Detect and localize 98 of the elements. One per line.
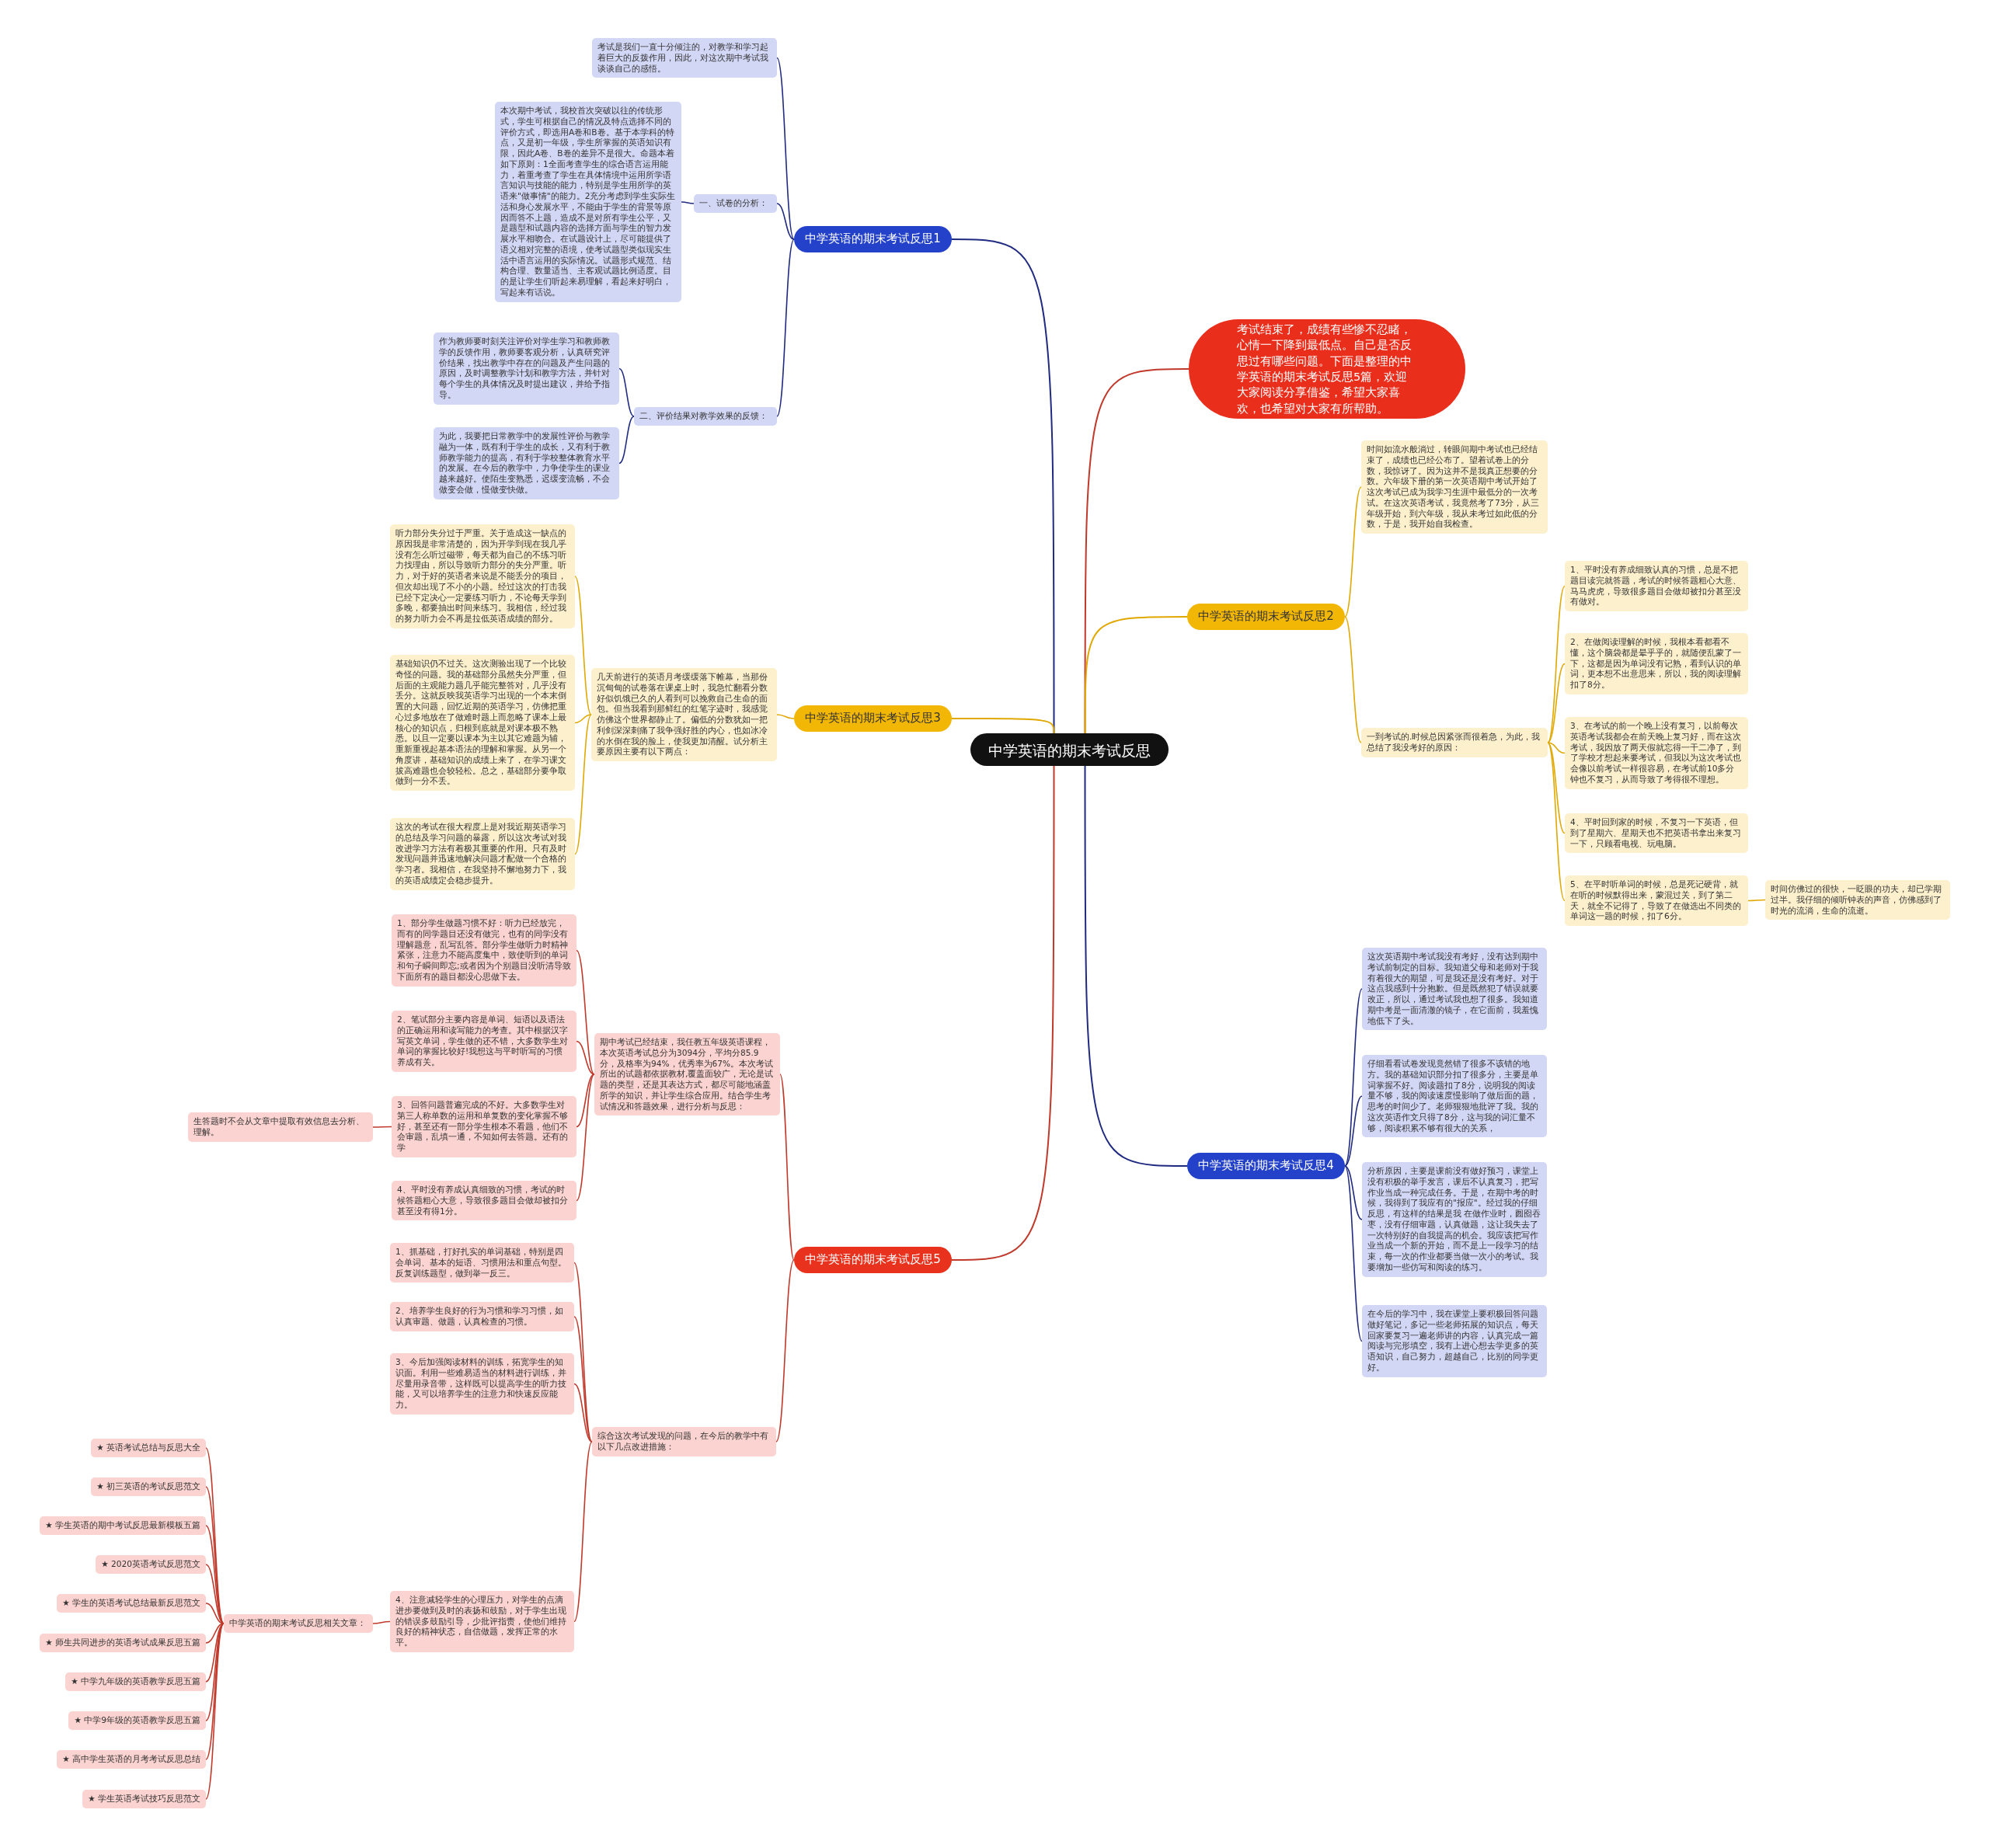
text-card: 4、平时没有养成认真细致的习惯，考试的时候答题粗心大意，导致很多题目会做却被扣分甚至没有得1分。 (392, 1181, 576, 1221)
subtopic-card: 二、评价结果对教学效果的反馈： (634, 407, 777, 426)
connector (205, 1564, 225, 1624)
connector (576, 1074, 595, 1128)
connector (205, 1525, 225, 1624)
connector (573, 1262, 593, 1443)
text-card: 2、笔试部分主要内容是单词、短语以及语法的正确运用和读写能力的考查。其中根据汉字写英文单词，学生做的还不错，大多数学生对单词的掌握比较好!我想这与平时听写的习惯养成有关。 (392, 1011, 576, 1072)
connector (574, 714, 592, 855)
subtopic-card: 一到考试的.时候总因紧张而很着急，为此，我总结了我没考好的原因： (1361, 728, 1548, 757)
text-card: 1、抓基础，打好扎实的单词基础，特别是四会单词、基本的短语、习惯用法和重点句型。反复训练题型，做到举一反三。 (390, 1243, 574, 1283)
branch-topic: 中学英语的期末考试反思1 (794, 226, 952, 252)
connector (205, 1623, 225, 1800)
text-card: 2、在做阅读理解的时候，我根本看都看不懂，这个脑袋都是晕乎乎的，就随便乱蒙了一下，这都是因为单词没有记熟，看到认识的单词，更本想不出意思来，所以，我的阅读理解扣了8分。 (1565, 633, 1748, 694)
connector (951, 765, 1055, 1261)
text-card: 5、在平时听单词的时候，总是死记硬背，就在听的时候默得出来，蒙混过关，到了第二天，就全不记得了，导致了在做选出不同类的单词这一题的时候，扣了6分。 (1565, 875, 1748, 927)
connector (576, 949, 595, 1075)
connector (205, 1623, 225, 1683)
branch-topic: 中学英语的期末考试反思3 (794, 705, 952, 732)
text-card: 时间如流水般淌过，转眼间期中考试也已经结束了，成绩也已经公布了。望着试卷上的分数，我惊讶了。因为这并不是我真正想要的分数。六年级下册的第一次英语期中考试开始了这次考试已成为我学习生涯中最低分的一次考试。在这次英语考试，我竟然考了73分，从三年级开始，到六年级，我从未考过如此低的分数，于是，我开始自我检查。 (1361, 440, 1548, 534)
connector (1547, 585, 1566, 743)
connector (1344, 1165, 1363, 1220)
connector (1747, 899, 1766, 902)
related-article-item: ★ 学生的英语考试总结最新反思范文 (57, 1594, 206, 1613)
related-article-item: ★ 中学9年级的英语教学反思五篇 (68, 1711, 206, 1730)
text-card: 几天前进行的英语月考缓缓落下帷幕，当那份沉甸甸的试卷落在课桌上时，我急忙翻看分数好似饥饿已久的人看到可以挽救自己生命的面包。但当我看到那鲜红的红笔字迹时，我感觉仿佛这个世界都静止了。偏低的分数犹如一把利剑深深刺痛了我争强好胜的内心，也如冰冷的水倒在我的脸上，使我更加清醒。试分析主要原因主要有以下两点： (591, 668, 777, 762)
connector (776, 714, 795, 719)
connector (776, 238, 795, 417)
connector (372, 1620, 391, 1624)
connector (1084, 368, 1190, 734)
connector (574, 714, 592, 724)
connector (573, 1316, 593, 1443)
text-card: 4、平时回到家的时候，不复习一下英语，但到了星期六、星期天也不把英语书拿出来复习一下，只顾看电视、玩电脑。 (1565, 813, 1748, 854)
branch-topic: 中学英语的期末考试反思2 (1187, 604, 1345, 630)
connector (1344, 486, 1362, 618)
connector (776, 203, 795, 240)
text-card: 1、部分学生做题习惯不好：听力已经放完，而有的同学题目还没有做完，也有的同学没有理解题意，乱写乱答。部分学生做听力时精神紧张，注意力不能高度集中，致使听到的单词和句子瞬间即忘;或者因为个别题目没听清导致下面所有的题目都没心思做下去。 (392, 914, 576, 987)
related-article-item: ★ 英语考试总结与反思大全 (91, 1439, 206, 1457)
connector (205, 1623, 225, 1644)
text-card: 2、培养学生良好的行为习惯和学习习惯，如认真审题、做题，认真检查的习惯。 (390, 1302, 574, 1331)
text-card: 期中考试已经结束，我任教五年级英语课程，本次英语考试总分为3094分，平均分85.9分，及格率为94%，优秀率为67%。本次考试所出的试题都依据教材,覆盖面较广，无论是试题的类型，还是其表达方式，都尽可能地涵盖所学的知识，并让学生综合应用。结合学生考试情况和答题效果，进行分析与反思： (594, 1033, 780, 1116)
connector (618, 416, 635, 465)
text-card: 3、今后加强阅读材料的训练，拓宽学生的知识面。利用一些难易适当的材料进行训练，并尽量用录音带，这样既可以提高学生的听力技能，又可以培养学生的注意力和快速反应能力。 (390, 1353, 574, 1415)
connector (576, 1074, 595, 1202)
connector (775, 1259, 795, 1443)
related-article-item: ★ 高中学生英语的月考考试反思总结 (57, 1750, 206, 1769)
text-card: 仔细看看试卷发现竟然错了很多不该错的地方。我的基础知识部分扣了很多分，主要是单词掌握不好。阅读题扣了8分，说明我的阅读量不够，我的阅读速度慢影响了做后面的题，思考的时间少了。老师狠狠地批评了我。我的这次英语作文只得了8分，这与我的词汇量不够，阅读积累不够有很大的关系， (1362, 1055, 1547, 1138)
connector (1084, 765, 1188, 1167)
subtopic-card: 综合这次考试发现的问题，在今后的教学中有以下几点改进措施： (592, 1427, 776, 1456)
text-card: 听力部分失分过于严重。关于造成这一缺点的原因我是非常清楚的，因为开学到现在我几乎没有怎么听过磁带，每天都为自己的不练习听力找理由，所以导致听力部分的失分严重。听力，对于好的英语者来说是不能丢分的项目，但次却出现了不小的小题。经过这次的打击我已经下定决心一定要练习听力，不论每天学到多晚，都要抽出时间来练习。我相信，经过我的努力听力会不再是拉低英语成绩的部分。 (390, 524, 575, 628)
related-article-item: ★ 师生共同进步的英语考试成果反思五篇 (40, 1634, 206, 1652)
connector (1547, 742, 1566, 834)
text-card: 生答题时不会从文章中提取有效信息去分析、理解。 (188, 1112, 373, 1142)
text-card: 4、注意减轻学生的心理压力，对学生的点滴进步要做到及时的表扬和鼓励，对于学生出现的错误多鼓励引导，少批评指责，使他们维持良好的精神状态，自信做题，发挥正常的水平。 (390, 1591, 574, 1652)
text-card: 分析原因，主要是课前没有做好预习，课堂上没有积极的举手发言，课后不认真复习，把写作业当成一种完成任务。于是，在期中考的时候，我得到了我应有的"报应"。经过我的仔细反思，有这样的结果是我 在做作业时，囫囵吞枣，没有仔细审题，认真做题，这让我失去了一次特别好的自我提高的机会。我应该把写作业当成一个新的开始，而不是上一段学习的结束，每一次的作业都要当做一次小的考试。我要增加一些仿写和阅读的练习。 (1362, 1162, 1547, 1277)
text-card: 考试是我们一直十分倾注的，对教学和学习起着巨大的反拨作用，因此，对这次期中考试我谈谈自己的感悟。 (592, 38, 777, 78)
connector (205, 1603, 225, 1624)
branch-topic: 中学英语的期末考试反思4 (1187, 1153, 1345, 1179)
connector (1344, 988, 1363, 1167)
text-card: 3、回答问题普遍完成的不好。大多数学生对第三人称单数的运用和单复数的变化掌握不够好，甚至还有一部分学生根本不看题，他们不会审题，乱填一通，不知如何去答题。还有的学 (392, 1096, 576, 1157)
related-article-item: ★ 中学九年级的英语教学反思五篇 (65, 1672, 206, 1691)
connector (574, 576, 592, 715)
connector (951, 718, 1055, 734)
subtopic-card: 中学英语的期末考试反思相关文章： (224, 1614, 373, 1633)
text-card: 3、在考试的前一个晚上没有复习，以前每次英语考试我都会在前天晚上复习好，而在这次考试，我因放了两天假就忘得一干二净了，到了学校才想起来要考试，但我以为这次考试也会像以前考试一样很容易，在考试前10多分钟也不复习，从而导致了考得很不理想。 (1565, 717, 1748, 789)
subtopic-card: 一、试卷的分析： (694, 194, 777, 213)
branch-topic: 中学英语的期末考试反思5 (794, 1247, 952, 1273)
text-card: 时间仿佛过的很快，一眨眼的功夫，却已学期过半。我仔细的倾听钟表的声音，仿佛感到了时光的流淌，生命的流逝。 (1765, 880, 1950, 921)
related-article-item: ★ 2020英语考试反思范文 (96, 1555, 206, 1574)
text-card: 在今后的学习中，我在课堂上要积极回答问题做好笔记，多记一些老师拓展的知识点，每天回家要复习一遍老师讲的内容，认真完成一篇阅读与完形填空，我有上进心想去学更多的英语知识，自己努力，超越自己，比别的同学更好。 (1362, 1305, 1547, 1377)
root-topic: 中学英语的期末考试反思 (970, 733, 1169, 766)
text-card: 作为教师要时刻关注评价对学生学习和教师教学的反馈作用，教师要客观分析，认真研究评价结果，找出教学中存在的问题及产生问题的原因，及时调整教学计划和教学方法，并针对每个学生的具体情况及时提出建议，并给予指导。 (434, 332, 619, 405)
connector (681, 201, 695, 204)
connector (205, 1623, 225, 1721)
related-article-item: ★ 学生英语考试技巧反思范文 (82, 1790, 206, 1808)
text-card: 1、平时没有养成细致认真的习惯，总是不把题目读完就答题，考试的时候答题粗心大意、马马虎虎，导致很多题目会做却被扣分甚至没有做对。 (1565, 561, 1748, 612)
text-card: 这次英语期中考试我没有考好，没有达到期中考试前制定的目标。我知道父母和老师对于我有着很大的期望，可是我还是没有考好。对于这点我感到十分抱歉。但是既然犯了错误就要改正，所以，通过考试我也想了很多。我知道期中考是一面清澈的镜子，在它面前，我羞愧地低下了头。 (1362, 948, 1547, 1031)
connector (618, 367, 635, 417)
text-card: 这次的考试在很大程度上是对我近期英语学习的总结及学习问题的暴露，所以这次考试对我改进学习方法有着极其重要的作用。只有及时发现问题并迅速地解决问题才配做一个合格的学习者。我相信，在我坚持不懈地努力下，我的英语成绩定会稳步提升。 (390, 818, 575, 890)
related-article-item: ★ 学生英语的期中考试反思最新模板五篇 (40, 1516, 206, 1535)
connector (1344, 1165, 1363, 1342)
connector (1547, 663, 1566, 743)
connector (776, 57, 795, 240)
connector (372, 1126, 392, 1128)
connector (576, 1040, 595, 1075)
text-card: 为此，我要把日常教学中的发展性评价与教学融为一体，既有利于学生的成长，又有利于教师教学能力的提高，有利于学校整体教育水平的发展。在今后的教学中，力争使学生的课业越来越好。使陌生变熟悉，迟缓变流畅，不会做变会做，慢做变快做。 (434, 427, 619, 499)
connector (205, 1447, 225, 1624)
connector (779, 1074, 795, 1261)
intro-bubble: 考试结束了，成绩有些惨不忍睹，心情一下降到最低点。自己是否反思过有哪些问题。下面是整理的中学英语的期末考试反思5篇，欢迎大家阅读分享借鉴，希望大家喜欢，也希望对大家有所帮助。 (1189, 319, 1465, 419)
related-article-item: ★ 初三英语的考试反思范文 (91, 1477, 206, 1496)
connector (573, 1441, 593, 1623)
connector (1547, 742, 1566, 902)
connector (1547, 742, 1566, 754)
text-card: 本次期中考试，我校首次突破以往的传统形式，学生可根据自己的情况及特点选择不同的评价方式，即选用A卷和B卷。基于本学科的特点，又是初一年级，学生所掌握的英语知识有限，因此A卷、B卷的差异不是很大。命题本着如下原则：1全面考查学生的综合语言运用能力，着重考查了学生在具体情境中运用所学语言知识与技能的能力，特别是学生用所学的英语来"做事情"的能力。2充分考虑到学生实际生活和身心发展水平，不能由于学生的背景等原因而答不上题，造成不是对所有学生公平，又是题型和试题内容的选择方面与学生的智力发展水平相吻合。在试题设计上，尽可能提供了语义相对完整的语境，使考试题型类似现实生活中语言运用的实际情况。试题形式规范、结构合理、数量适当、主客观试题比例适度。目的是让学生们听起来易理解，看起来好明白，写起来有话说。 (495, 102, 681, 302)
connector (1344, 616, 1362, 743)
connector (1084, 616, 1188, 734)
connector (573, 1383, 593, 1443)
text-card: 基础知识仍不过关。这次测验出现了一个比较奇怪的问题。我的基础部分虽然失分严重，但后面的主观能力题几乎能完整答对，几乎没有丢分。这就反映我英语学习出现的一个本末倒置的大问题，回忆近期的英语学习，仿佛把重心过多地放在了做难时题上而忽略了课本上最核心的知识点，归根到底就是对课本极不熟悉。以且一定要以课本为主以其它难题为辅，重新重视起基本语法的理解和掌握。从另一个角度讲，基础知识的成绩上来了，在学习课文拔高难题也会较轻松。总之，基础部分要争取做到一分不丢。 (390, 655, 575, 792)
connector (1344, 1095, 1363, 1167)
